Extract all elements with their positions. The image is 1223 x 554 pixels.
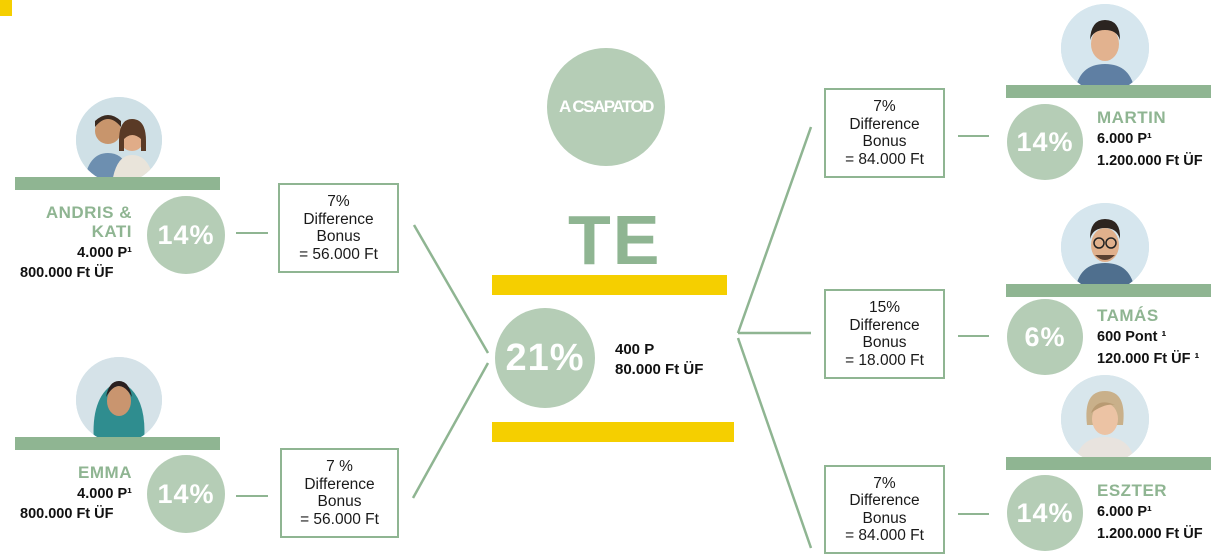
- emma-bar: [15, 437, 220, 450]
- corner-accent: [0, 0, 12, 16]
- emma-percent: 14%: [157, 478, 215, 509]
- bonus-rate: 7%: [873, 98, 896, 115]
- bonus-rate: 7 %: [326, 458, 353, 475]
- center-top-bar: [492, 275, 727, 295]
- martin-avatar: [1061, 4, 1149, 92]
- bonus-rate: 15%: [868, 299, 901, 316]
- eszter-bar: [1006, 457, 1211, 470]
- woman-headscarf-photo-icon: [76, 357, 162, 443]
- emma-amount: 800.000 Ft ÜF: [20, 506, 114, 522]
- center-percent-circle: 21%: [495, 308, 595, 408]
- martin-percent-circle: 14%: [1007, 104, 1083, 180]
- emma-avatar: [76, 357, 162, 443]
- bonus-value: = 56.000 Ft: [299, 245, 378, 263]
- connector-left-bottom: [411, 362, 490, 499]
- martin-name: MARTIN: [1097, 108, 1167, 127]
- emma-dash: [236, 495, 268, 497]
- martin-bar: [1006, 85, 1211, 98]
- center-points: 400 P: [615, 341, 655, 358]
- center-amount: 80.000 Ft ÜF: [615, 361, 704, 378]
- bonus-label-1: Difference: [849, 316, 920, 334]
- bonus-label-1: Difference: [849, 115, 920, 133]
- team-label: A CSAPATOD: [559, 97, 654, 116]
- couple-photo-icon: [76, 97, 162, 183]
- eszter-percent: 14%: [1016, 497, 1074, 528]
- bonus-value: = 56.000 Ft: [300, 510, 379, 528]
- bonus-label-2: Bonus: [316, 228, 361, 245]
- connector-right-top: [736, 126, 813, 334]
- tamas-bonus-box: 15% Difference Bonus = 18.000 Ft: [824, 289, 945, 379]
- bonus-label-1: Difference: [303, 210, 374, 228]
- center-bottom-bar: [492, 422, 734, 442]
- bonus-label-2: Bonus: [862, 133, 907, 150]
- martin-points: 6.000 P¹: [1097, 131, 1152, 147]
- connector-left-top: [412, 224, 490, 354]
- center-title: TE: [568, 201, 662, 279]
- emma-points: 4.000 P¹: [77, 486, 132, 502]
- eszter-percent-circle: 14%: [1007, 475, 1083, 551]
- bonus-label-2: Bonus: [317, 493, 362, 510]
- andris-kati-points: 4.000 P¹: [77, 245, 132, 261]
- tamas-percent-circle: 6%: [1007, 299, 1083, 375]
- bonus-label-1: Difference: [849, 492, 920, 509]
- bonus-value: = 18.000 Ft: [845, 351, 924, 369]
- emma-name: EMMA: [78, 463, 132, 482]
- bonus-value: = 84.000 Ft: [845, 527, 924, 544]
- bonus-label-2: Bonus: [862, 334, 907, 351]
- tamas-amount: 120.000 Ft ÜF ¹: [1097, 351, 1200, 367]
- andris-kati-avatar: [76, 97, 162, 183]
- eszter-points: 6.000 P¹: [1097, 504, 1152, 520]
- bonus-label-2: Bonus: [862, 509, 907, 527]
- martin-dash: [958, 135, 989, 137]
- andris-kati-bonus-box: 7% Difference Bonus = 56.000 Ft: [278, 183, 399, 273]
- eszter-avatar: [1061, 375, 1149, 463]
- andris-kati-percent: 14%: [157, 219, 215, 250]
- emma-percent-circle: 14%: [147, 455, 225, 533]
- team-circle: A CSAPATOD: [547, 48, 665, 166]
- tamas-bar: [1006, 284, 1211, 297]
- eszter-dash: [958, 513, 989, 515]
- andris-kati-amount: 800.000 Ft ÜF: [20, 265, 114, 281]
- andris-kati-bar: [15, 177, 220, 190]
- bonus-label-1: Difference: [304, 475, 375, 493]
- connector-right-bottom: [736, 337, 813, 549]
- bonus-rate: 7%: [327, 193, 350, 210]
- martin-bonus-box: 7% Difference Bonus = 84.000 Ft: [824, 88, 945, 178]
- emma-bonus-box: 7 % Difference Bonus = 56.000 Ft: [280, 448, 399, 538]
- tamas-name: TAMÁS: [1097, 306, 1159, 325]
- center-percent: 21%: [505, 336, 585, 379]
- andris-kati-name-line2: KATI: [91, 222, 132, 241]
- martin-percent: 14%: [1016, 126, 1074, 157]
- man-photo-icon: [1061, 4, 1149, 92]
- tamas-dash: [958, 335, 989, 337]
- woman-photo-icon: [1061, 375, 1149, 463]
- andris-kati-name-line1: ANDRIS &: [45, 203, 132, 222]
- tamas-percent: 6%: [1024, 321, 1066, 352]
- eszter-bonus-box: 7% Difference Bonus = 84.000 Ft: [824, 465, 945, 554]
- martin-amount: 1.200.000 Ft ÜF: [1097, 153, 1203, 169]
- eszter-amount: 1.200.000 Ft ÜF: [1097, 526, 1203, 542]
- andris-kati-percent-circle: 14%: [147, 196, 225, 274]
- eszter-name: ESZTER: [1097, 481, 1168, 500]
- man-glasses-photo-icon: [1061, 203, 1149, 291]
- tamas-avatar: [1061, 203, 1149, 291]
- bonus-value: = 84.000 Ft: [845, 150, 924, 168]
- bonus-rate: 7%: [873, 474, 896, 492]
- andris-kati-dash: [236, 232, 268, 234]
- tamas-points: 600 Pont ¹: [1097, 329, 1167, 345]
